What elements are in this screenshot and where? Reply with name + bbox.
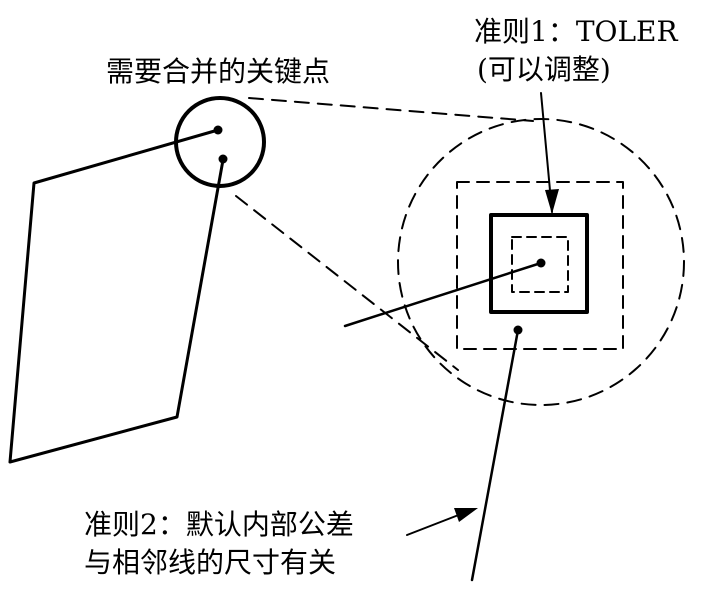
inner-dashed-square [511, 236, 569, 293]
merge-region-circle [174, 96, 266, 188]
merge-keypoints-label: 需要合并的关键点 [106, 55, 331, 88]
keypoint-dot-center [536, 258, 546, 268]
rule1-arrowhead [545, 189, 559, 214]
keypoint-dot-2 [218, 154, 228, 164]
rule1-label-line1: 准则1：TOLER [474, 15, 678, 48]
zoom-guide-bottom [235, 195, 459, 371]
zoomed-line-2 [470, 328, 520, 582]
rule2-label-line1: 准则2：默认内部公差 [84, 508, 354, 541]
rule1-label-line2: (可以调整) [477, 53, 611, 86]
keypoint-dot-lower [513, 325, 523, 335]
default-tolerance-square [456, 181, 624, 350]
zoomed-line-1 [343, 261, 543, 328]
zoom-circle [397, 118, 685, 406]
rule2-label-line2: 与相邻线的尺寸有关 [84, 546, 337, 579]
toler-square [489, 213, 589, 314]
keypoint-dot-1 [213, 125, 223, 135]
line-shape [8, 128, 225, 464]
zoom-guide-top [248, 97, 534, 122]
rule2-arrowhead [454, 508, 478, 522]
